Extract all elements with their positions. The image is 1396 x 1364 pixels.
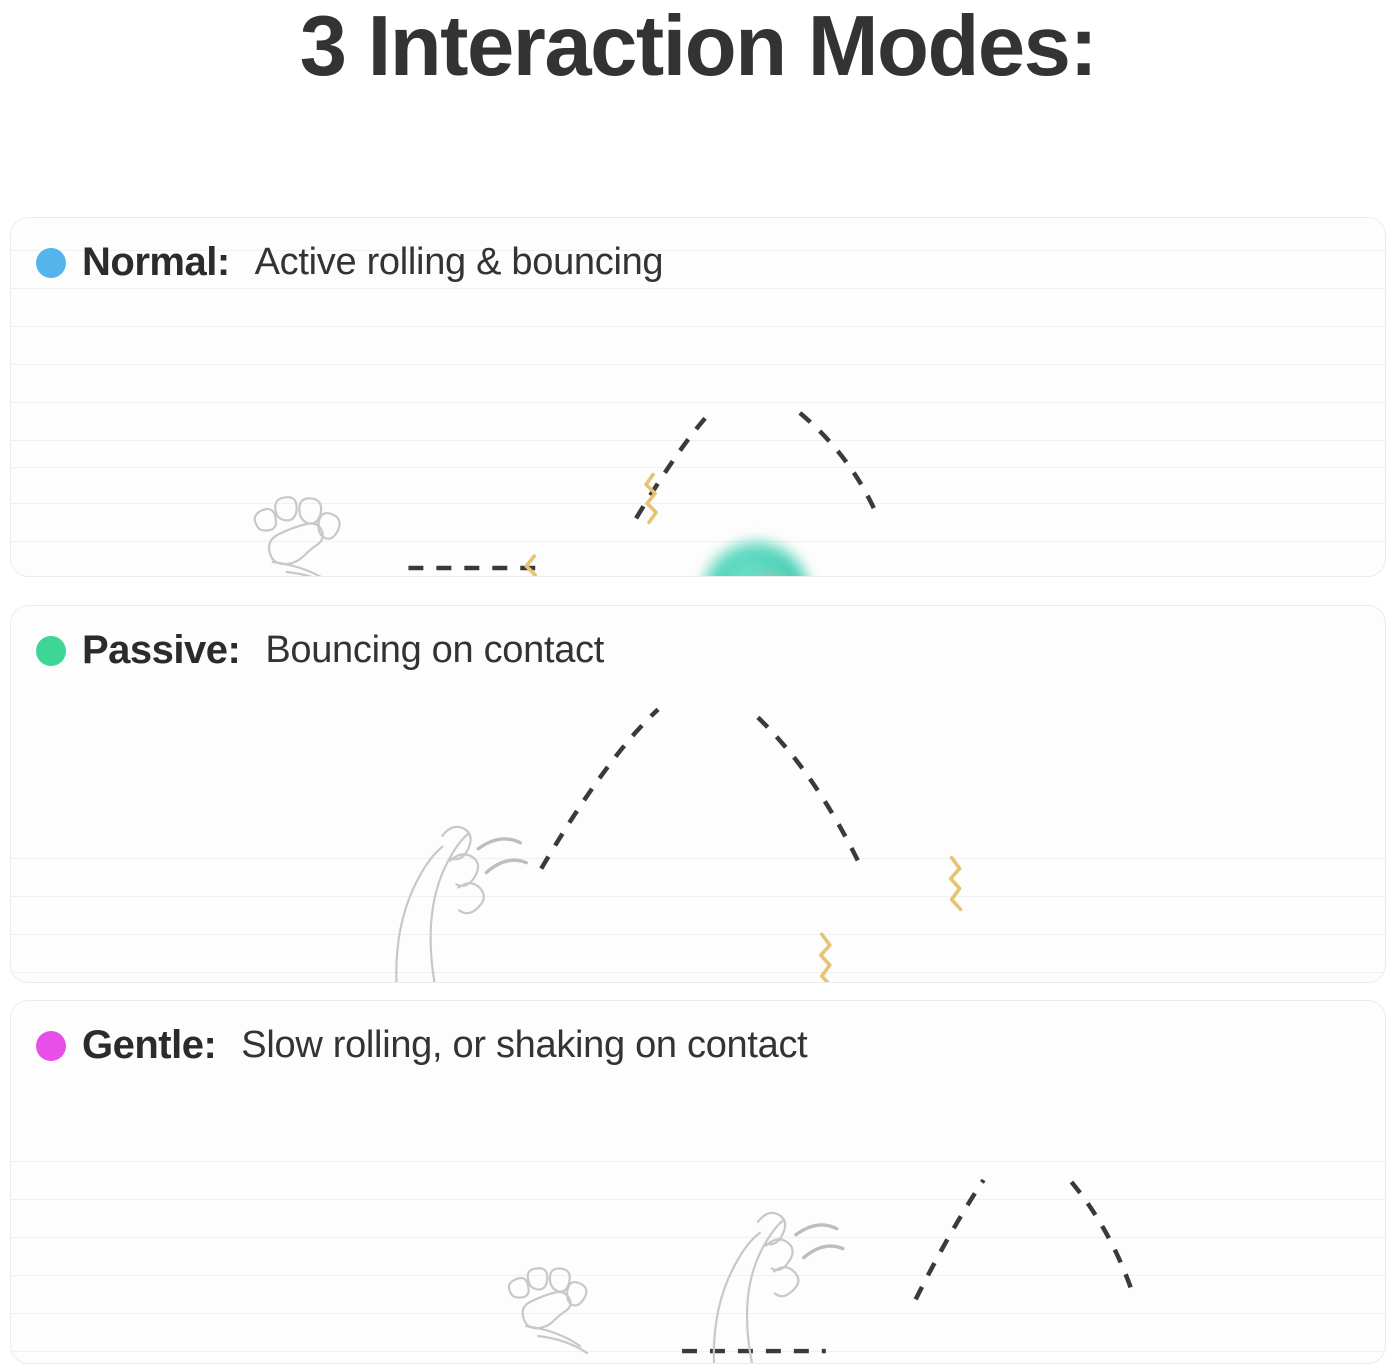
paw-print-icon [253,496,341,576]
card-illustration-passive [11,606,1385,982]
normal-motion-paths [253,411,878,576]
cat-paw-icon [712,1211,800,1363]
mode-label: Passive: [82,628,241,672]
bounce-arc-up [913,1178,986,1301]
card-illustration-normal [11,218,1385,576]
mode-header-gentle: Gentle: Slow rolling, or shaking on cont… [36,1023,808,1068]
mode-header-passive: Passive: Bouncing on contact [36,628,604,673]
mode-label: Normal: [82,240,230,284]
magenta-dot-icon [36,1030,66,1061]
ball-arc-apex [691,531,821,576]
mode-label: Gentle: [82,1023,217,1067]
page-title: 3 Interaction Modes: [299,0,1098,94]
mode-description: Active rolling & bouncing [254,241,664,283]
paw-motion-lines [476,837,528,875]
passive-motion-paths [395,707,963,982]
mode-card-gentle: Gentle: Slow rolling, or shaking on cont… [10,1000,1386,1364]
bounce-arc-down [756,715,864,870]
bounce-arc-down [798,411,878,514]
green-dot-icon [36,635,66,666]
bounce-arc-up [634,411,712,520]
mode-card-normal: Normal: Active rolling & bouncing [10,217,1386,577]
vibration-zigzag-icon [819,855,963,982]
mode-description: Slow rolling, or shaking on contact [241,1024,808,1066]
cat-paw-icon [395,825,485,982]
bounce-arc-up [539,707,660,870]
mode-description: Bouncing on contact [265,629,605,671]
blue-dot-icon [36,247,66,278]
vibration-zigzag-icon [524,472,658,576]
paw-motion-lines [794,1223,845,1260]
mode-header-normal: Normal: Active rolling & bouncing [36,240,664,285]
paw-print-icon [507,1267,589,1355]
bounce-arc-down [1069,1180,1134,1291]
mode-card-passive: Passive: Bouncing on contact [10,605,1386,983]
